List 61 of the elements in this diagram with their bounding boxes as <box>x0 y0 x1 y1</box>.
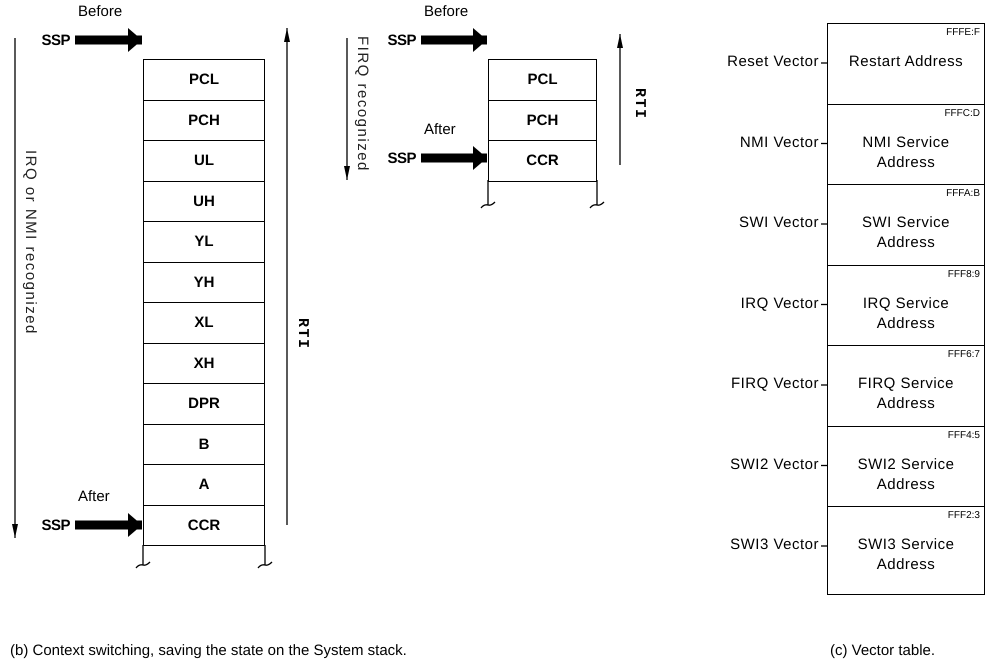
stack-cell: YH <box>143 262 265 303</box>
stack-cell: UL <box>143 140 265 182</box>
stack-cell: DPR <box>143 383 265 424</box>
cell-text: SWI2 Service Address <box>856 454 956 494</box>
stack-cell: YL <box>143 221 265 262</box>
direction-label: IRQ or NMI recognized <box>22 150 39 335</box>
cell-text: Restart Address <box>848 52 964 72</box>
vector-name: SWI3 Vector <box>730 536 819 553</box>
pointer-arrow <box>75 513 142 537</box>
address-text: FFFC:D <box>944 108 980 118</box>
vector-name: Reset Vector <box>727 53 819 70</box>
stack-cell: PCL <box>143 59 265 100</box>
address-text: FFFE:F <box>946 27 980 38</box>
stack-cell: XH <box>143 342 265 384</box>
vector-table-cell <box>827 23 985 104</box>
vector-name: FIRQ Vector <box>730 375 819 392</box>
pointer-label: SSP <box>30 515 70 535</box>
pointer-arrow <box>421 146 487 170</box>
cell-text: IRQ Service Address <box>862 294 950 334</box>
vector-table-cell <box>827 104 985 185</box>
cell-text: SWI3 Service Address <box>856 535 956 575</box>
vector-table-cell <box>827 345 985 426</box>
stack-cell: CCR <box>143 504 265 546</box>
address-text: FFF8:9 <box>948 268 980 280</box>
pointer-label: SSP <box>30 30 70 50</box>
vector-name: NMI Vector <box>740 134 819 150</box>
address-text: FFFA:B <box>946 188 980 199</box>
stack-cell: UH <box>143 180 265 222</box>
pointer-arrow <box>75 28 142 52</box>
vector-table-cell <box>827 426 985 507</box>
pointer-label: SSP <box>376 30 416 50</box>
stack-cell: A <box>143 464 265 506</box>
vector-table-cell <box>827 184 985 266</box>
cell-text: FIRQ Service Address <box>856 374 955 414</box>
direction-label: RTI <box>631 88 648 120</box>
caption: (b) Context switching, saving the state on the System stack. <box>10 642 407 659</box>
pointer-arrow <box>421 28 487 52</box>
stack-cell: B <box>143 424 265 465</box>
caption: (c) Vector table. <box>830 642 936 659</box>
cell-text: NMI Service Address <box>861 132 951 172</box>
vector-table-cell <box>827 264 985 346</box>
stack-cell: PCH <box>488 100 597 141</box>
vector-name: IRQ Vector <box>740 294 819 312</box>
pointer-caption: After <box>78 488 110 505</box>
stack-cell: XL <box>143 302 265 344</box>
direction-label: FIRQ recognized <box>354 36 371 172</box>
vector-name: SWI Vector <box>738 214 819 231</box>
address-text: FFF2:3 <box>948 510 980 521</box>
address-text: FFF6:7 <box>948 349 980 360</box>
pointer-caption: After <box>424 121 456 138</box>
cell-text: SWI Service Address <box>860 213 951 253</box>
vector-table-cell <box>827 506 985 595</box>
stack-cell: PCH <box>143 100 265 141</box>
pointer-caption: Before <box>424 3 468 20</box>
stack-cell: PCL <box>488 59 597 100</box>
address-text: FFF4:5 <box>948 430 980 440</box>
pointer-label: SSP <box>376 148 416 168</box>
vector-name: SWI2 Vector <box>730 456 819 472</box>
direction-label: RTI <box>294 318 311 350</box>
pointer-caption: Before <box>78 3 122 20</box>
stack-cell: CCR <box>488 140 597 182</box>
